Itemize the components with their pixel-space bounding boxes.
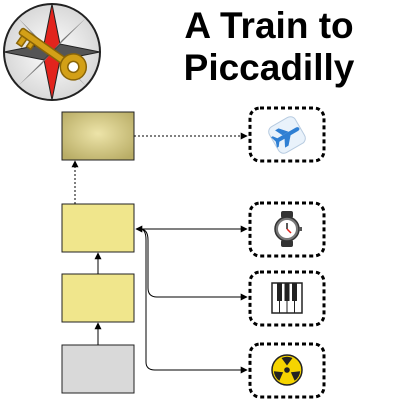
bottom-box [61, 344, 135, 394]
compass-key-logo-icon [3, 3, 101, 101]
page-title-line-2: Piccadilly [183, 47, 355, 88]
upper-middle-box [61, 203, 135, 253]
arrow-box-to-piano [139, 228, 248, 301]
lower-middle-box [61, 273, 135, 323]
top-box [61, 111, 135, 161]
page-title-line-1: A Train to [184, 5, 354, 46]
arrow-box-to-radiation [139, 228, 248, 374]
watch-icon [274, 211, 302, 247]
airplane-icon [268, 116, 306, 154]
piano-keys-icon [271, 282, 303, 314]
radiation-icon [271, 354, 303, 386]
key-icon [15, 27, 88, 81]
